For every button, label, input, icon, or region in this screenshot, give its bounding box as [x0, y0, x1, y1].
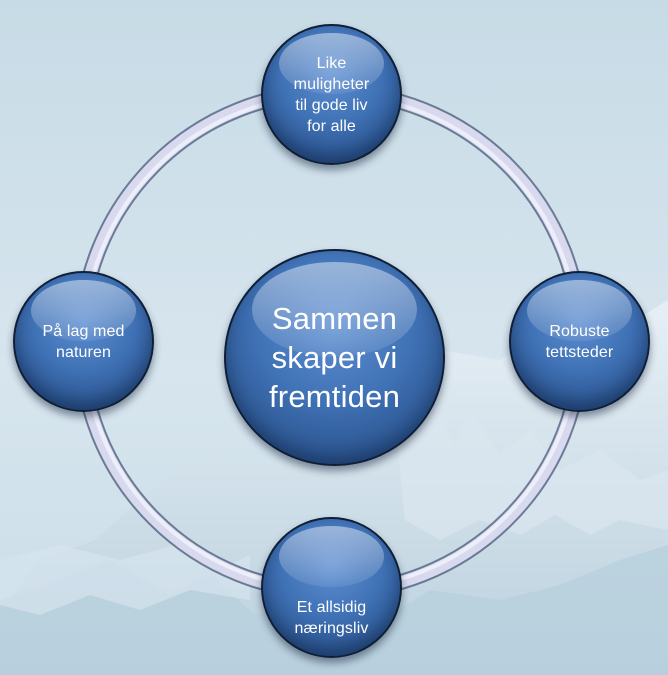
node-et-allsidig-naeringsliv: Et allsidig næringsliv: [261, 517, 402, 658]
node-right-label: Robuste tettsteder: [545, 322, 614, 361]
center-title: Sammen skaper vi fremtiden: [268, 301, 401, 414]
node-pa-lag-med-naturen: På lag med naturen: [13, 271, 154, 412]
center-node: Sammen skaper vi fremtiden: [224, 249, 445, 466]
node-left-label: På lag med naturen: [42, 322, 125, 361]
node-like-muligheter: Like muligheter til gode liv for alle: [261, 24, 402, 165]
node-robuste-tettsteder: Robuste tettsteder: [509, 271, 650, 412]
node-bottom-label: Et allsidig næringsliv: [294, 598, 369, 637]
node-top-label: Like muligheter til gode liv for alle: [293, 54, 370, 135]
